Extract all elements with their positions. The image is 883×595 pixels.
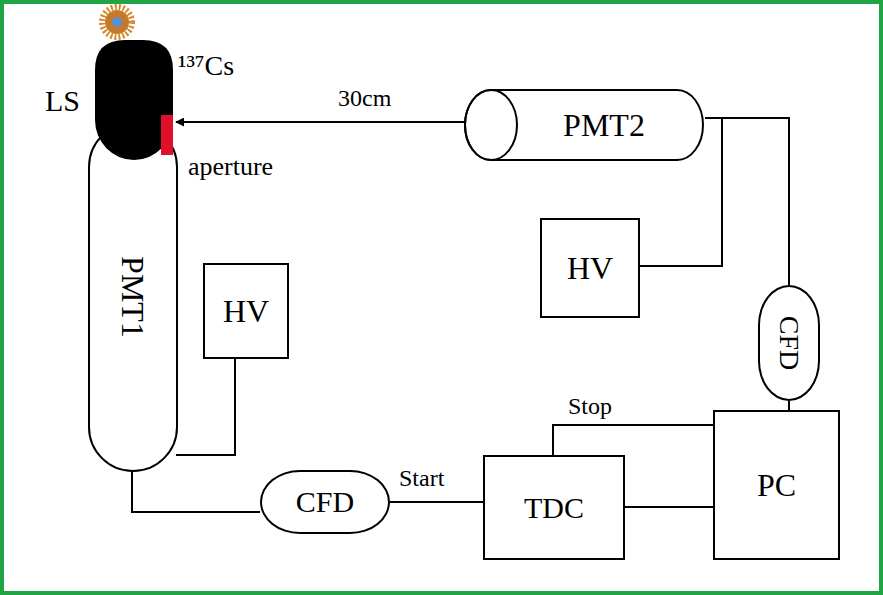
connector-wire <box>132 472 260 512</box>
hv-supply: HV <box>203 263 289 359</box>
connector-wire <box>705 118 789 285</box>
connector-wire <box>176 121 478 123</box>
node-label: TDC <box>524 493 584 523</box>
isotope-label: ¹³⁷Cs <box>178 52 234 80</box>
signal-label: Start <box>399 466 444 490</box>
node-label: LS <box>45 86 80 116</box>
pmt-tube: PMT1 <box>88 122 178 472</box>
ls-outline <box>95 40 173 160</box>
node-label: PMT1 <box>117 256 149 338</box>
aperture-label: aperture <box>188 154 273 180</box>
cfd-module: CFD <box>260 470 390 534</box>
pc-box: PC <box>713 410 840 560</box>
node-label: CFD <box>775 316 803 370</box>
cfd-module: CFD <box>758 285 820 401</box>
connector-wire <box>390 501 483 503</box>
node-label: HV <box>223 295 269 327</box>
signal-label: 30cm <box>338 86 391 110</box>
tdc-module: TDC <box>483 455 625 560</box>
node-label: PC <box>757 469 796 501</box>
aperture-mark <box>161 115 173 155</box>
node-label: HV <box>567 252 613 284</box>
cs137-source <box>102 7 132 37</box>
connector-wire <box>625 506 713 508</box>
scintillator: LS <box>95 40 173 160</box>
hv-supply: HV <box>540 218 640 318</box>
node-label: CFD <box>296 487 354 517</box>
connector-wire <box>176 359 235 455</box>
pmt-cylinder: PMT2 <box>463 88 705 162</box>
node-label: PMT2 <box>563 109 645 141</box>
signal-label: Stop <box>568 394 612 418</box>
